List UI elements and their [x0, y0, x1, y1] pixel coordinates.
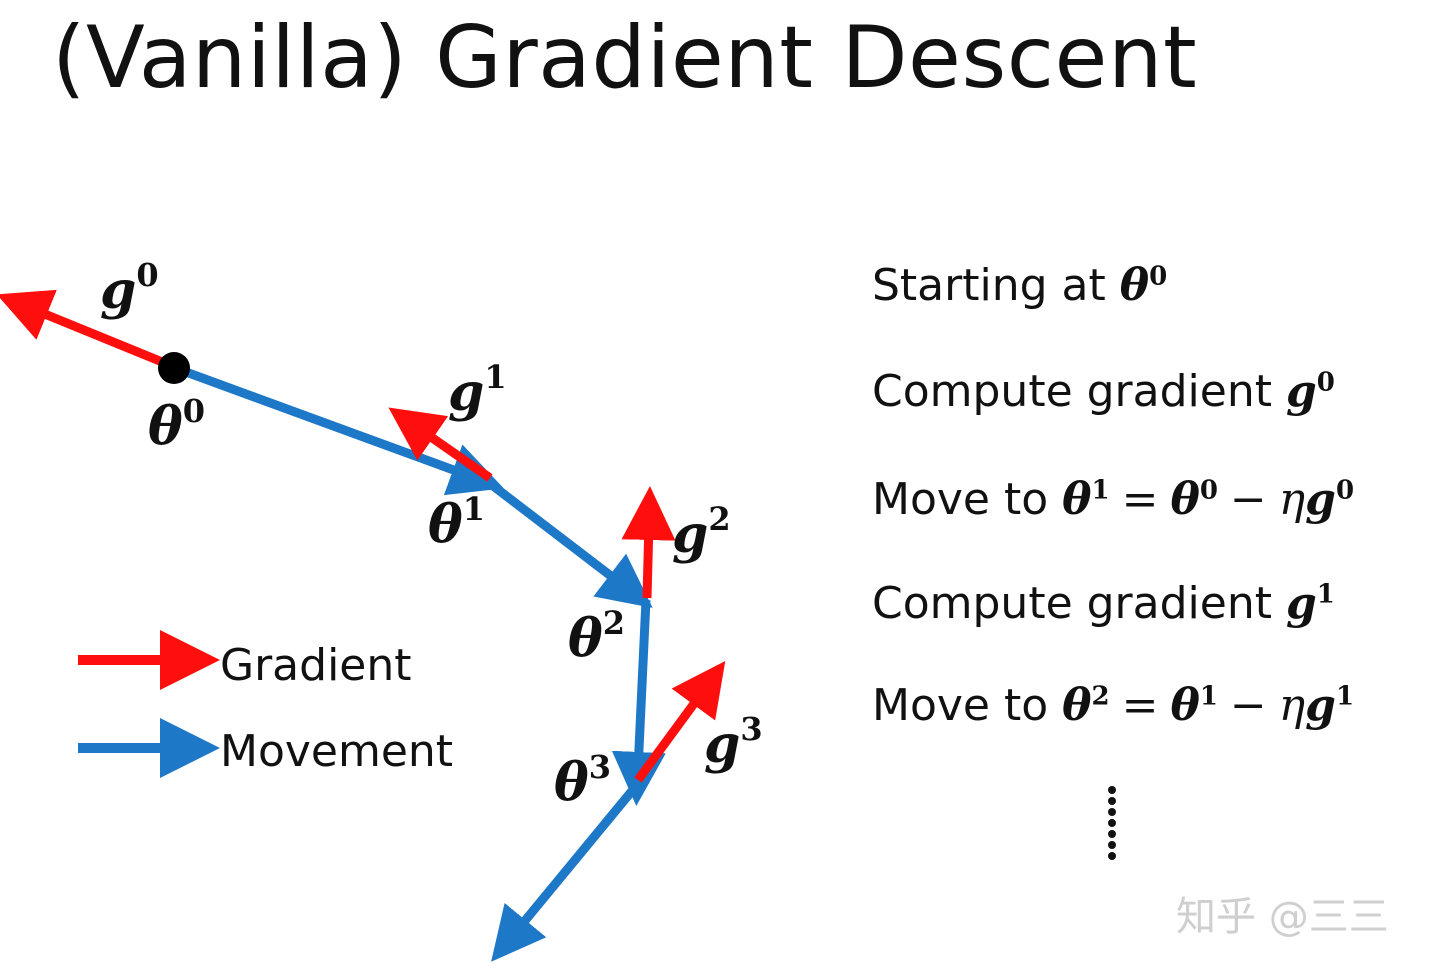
step-move-theta1: Move to θ1=θ0−ηg0 [872, 474, 1354, 525]
vertical-ellipsis [1108, 786, 1118, 863]
step-text: Compute gradient [872, 366, 1286, 417]
minus-sign: − [1229, 474, 1267, 525]
step-text: Move to [872, 680, 1063, 731]
label-g2: g2 [672, 500, 731, 565]
step-text: Move to [872, 474, 1063, 525]
watermark: 知乎 @三三 [1176, 894, 1389, 940]
theta-symbol: θ0 [1170, 474, 1218, 525]
gradient-arrow-1 [388, 407, 493, 482]
equals-sign: = [1121, 680, 1159, 731]
step-compute-g1: Compute gradient g1 [872, 578, 1335, 629]
legend: Gradient Movement [78, 630, 453, 778]
step-text: Compute gradient [872, 578, 1286, 629]
label-g3: g3 [704, 710, 763, 775]
label-theta3: θ3 [554, 748, 611, 813]
g-symbol: g0 [1305, 474, 1355, 525]
page-title: (Vanilla) Gradient Descent [52, 8, 1198, 108]
movement-arrow-0 [173, 363, 504, 496]
label-g0: g0 [100, 256, 159, 321]
movement-arrow-1 [485, 478, 653, 608]
movement-arrow-2 [611, 599, 666, 806]
step-compute-g0: Compute gradient g0 [872, 366, 1335, 417]
step-starting: Starting at θ0 [872, 260, 1167, 311]
equals-sign: = [1121, 474, 1159, 525]
step-move-theta2: Move to θ2=θ1−ηg1 [872, 680, 1354, 731]
label-theta0: θ0 [148, 392, 205, 457]
g-symbol: g1 [1285, 578, 1335, 629]
gradient-arrow-0 [0, 289, 174, 371]
g-symbol: g0 [1285, 366, 1335, 417]
label-theta2: θ2 [568, 604, 625, 669]
theta-symbol: θ1 [1062, 474, 1110, 525]
theta-symbol: θ0 [1119, 260, 1168, 311]
g-symbol: g1 [1305, 680, 1355, 731]
eta-symbol: η [1278, 680, 1306, 731]
step-text: Starting at [872, 260, 1120, 311]
gradient-arrow-2 [621, 486, 676, 599]
legend-gradient-label: Gradient [220, 640, 412, 691]
minus-sign: − [1229, 680, 1267, 731]
theta-symbol: θ1 [1170, 680, 1218, 731]
legend-movement-label: Movement [220, 726, 453, 777]
label-theta1: θ1 [428, 490, 485, 555]
label-g1: g1 [448, 358, 507, 423]
movement-arrow-3 [491, 783, 640, 962]
start-point [158, 352, 190, 384]
theta-symbol: θ2 [1062, 680, 1110, 731]
gradient-arrow-3 [634, 660, 726, 783]
eta-symbol: η [1278, 474, 1306, 525]
